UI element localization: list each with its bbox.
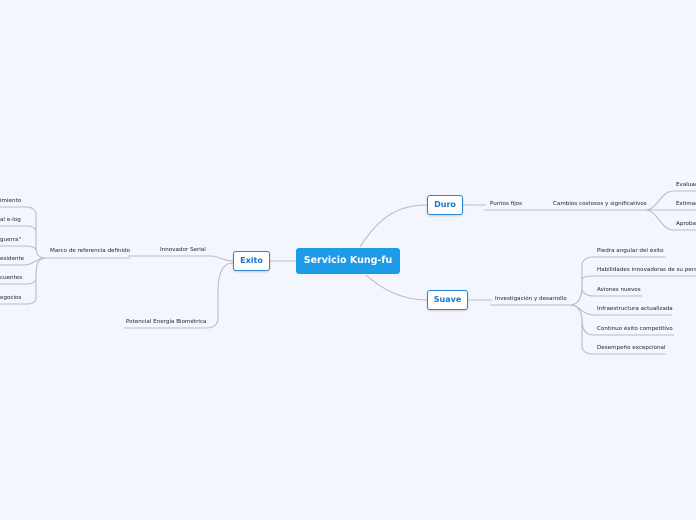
topic-duro[interactable]: Duro xyxy=(427,195,463,215)
leaf-aproba[interactable]: Aproba xyxy=(676,221,696,227)
subtopic-cambios-costosos[interactable]: Cambios costosos y significativos xyxy=(553,201,647,207)
leaf-estimac[interactable]: Estimac xyxy=(676,201,696,207)
leaf-egocios[interactable]: egocios xyxy=(0,295,22,301)
subtopic-investigacion[interactable]: Investigación y desarrollo xyxy=(495,296,567,302)
connector-exito-potencial xyxy=(124,262,234,329)
leaf-infraestructura[interactable]: Infraestructura actualizada xyxy=(597,306,673,312)
connector-central-duro xyxy=(359,204,428,248)
leaf-habilidades[interactable]: Habilidades innovadoras de su perso xyxy=(597,267,696,273)
leaf-esidente[interactable]: esidente xyxy=(0,256,25,262)
connector-exito-innovador xyxy=(209,255,234,262)
central-topic[interactable]: Servicio Kung-fu xyxy=(296,248,400,274)
leaf-continuo-exito[interactable]: Continuo éxito competitivo xyxy=(597,326,673,332)
leaf-e-log[interactable]: al e-log xyxy=(0,217,21,223)
leaf-piedra-angular[interactable]: Piedra angular del éxito xyxy=(597,248,664,254)
subtopic-potencial-energia[interactable]: Potencial Energía Biométrica xyxy=(126,319,207,325)
leaf-cuentes[interactable]: cuentes xyxy=(0,275,23,281)
topic-exito[interactable]: Exito xyxy=(233,251,270,271)
leaf-aviones[interactable]: Aviones nuevos xyxy=(597,287,641,293)
topic-suave[interactable]: Suave xyxy=(427,290,468,310)
subtopic-puntos-fijos[interactable]: Puntos fijos xyxy=(490,201,523,207)
subtopic-marco-referencia[interactable]: Marco de referencia definido xyxy=(50,248,131,254)
subtopic-innovador-serial[interactable]: Innovador Serial xyxy=(160,247,206,253)
leaf-desempeno[interactable]: Desempeño excepcional xyxy=(597,345,666,351)
leaf-evaluac[interactable]: Evaluac xyxy=(676,182,696,188)
leaf-guerra[interactable]: guerra" xyxy=(0,237,22,243)
leaf-imiento[interactable]: imiento xyxy=(0,198,22,204)
connector-central-suave xyxy=(365,274,428,301)
